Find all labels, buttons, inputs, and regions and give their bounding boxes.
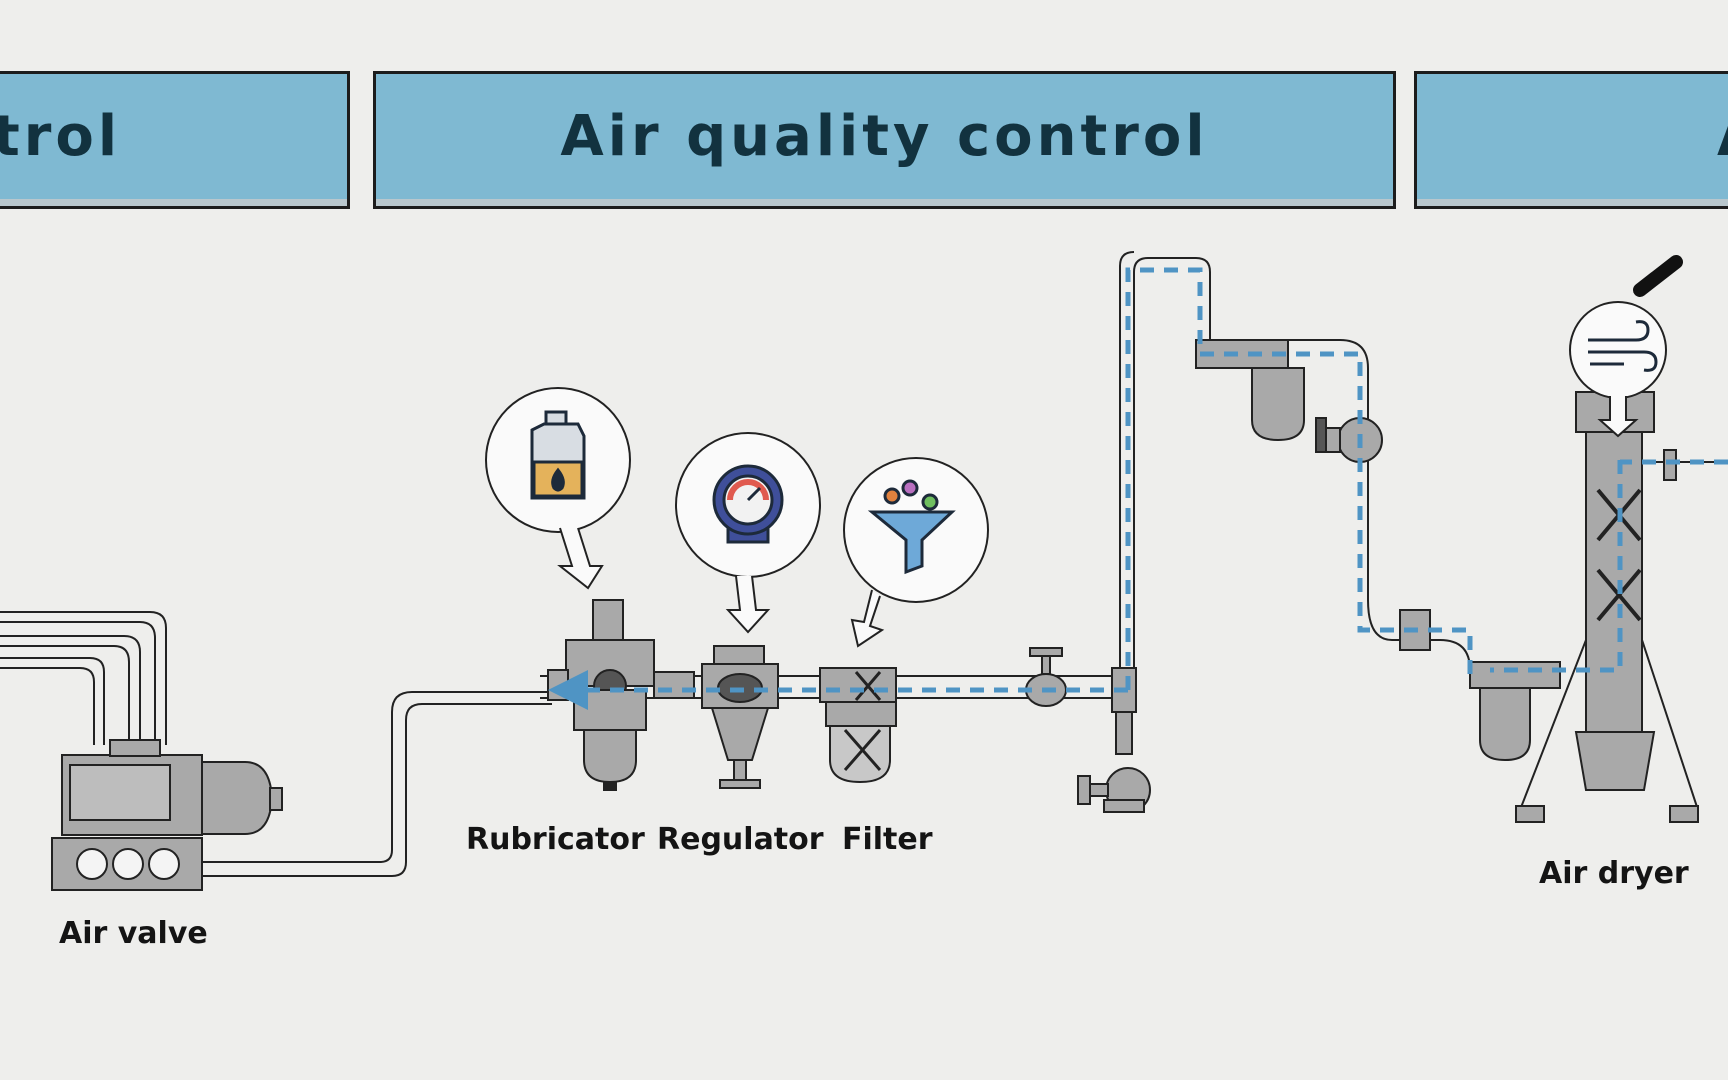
filter-label: Filter bbox=[842, 822, 933, 857]
callout-air-dryer bbox=[1569, 301, 1667, 438]
wind-icon bbox=[1588, 320, 1658, 372]
pressure-gauge-icon bbox=[712, 464, 784, 544]
air-valve-label: Air valve bbox=[59, 916, 208, 951]
regulator-label: Regulator bbox=[657, 822, 824, 857]
funnel-icon bbox=[867, 479, 956, 575]
section-banner-left: trol bbox=[0, 71, 350, 209]
section-title-right: A bbox=[1717, 104, 1728, 169]
air-valve-body bbox=[51, 739, 283, 891]
section-banner-air-quality-control: Air quality control bbox=[373, 71, 1396, 209]
rubricator-label: Rubricator bbox=[466, 822, 645, 857]
air-hoses bbox=[0, 611, 552, 877]
section-title: Air quality control bbox=[560, 104, 1209, 169]
filter-unit bbox=[819, 667, 897, 784]
regulator-unit bbox=[701, 645, 779, 789]
section-title-left: trol bbox=[0, 104, 122, 169]
oil-bottle-icon bbox=[530, 410, 586, 500]
air-dryer-label: Air dryer bbox=[1539, 856, 1689, 891]
rubricator-unit bbox=[547, 599, 695, 791]
water-separator bbox=[1195, 339, 1561, 762]
section-banner-right: A bbox=[1414, 71, 1728, 209]
air-flow-arrows bbox=[548, 267, 1728, 710]
